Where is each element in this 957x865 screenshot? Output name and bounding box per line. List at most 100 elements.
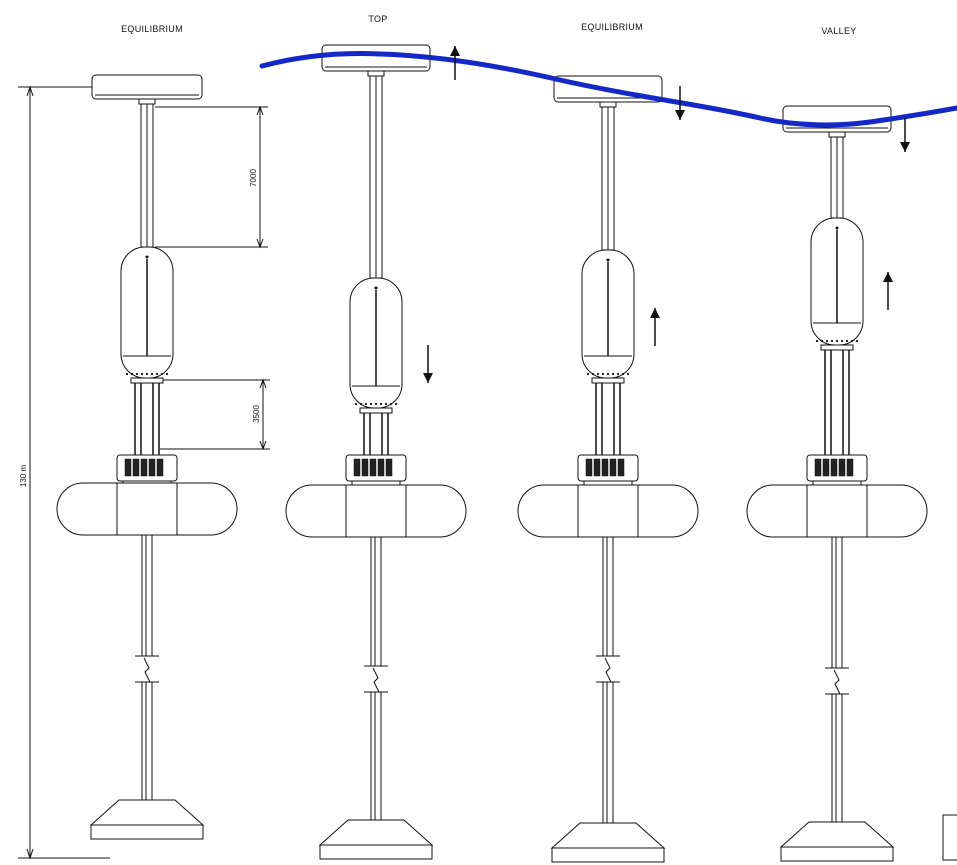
- anchor-plinth: [319, 844, 433, 860]
- buoy-bolt: [840, 339, 844, 343]
- pto-gear: [822, 458, 830, 477]
- buoy-arrow-2-head: [423, 373, 433, 383]
- anchor-base: [550, 822, 666, 849]
- buoy-bolt: [845, 339, 849, 343]
- float-connector: [828, 131, 846, 138]
- buoy-top-dot: [835, 226, 839, 230]
- wave-surface-line: [259, 51, 957, 128]
- buoy-bolt: [145, 372, 149, 376]
- buoy-bolt: [855, 339, 859, 343]
- buoy-bolt: [611, 372, 615, 376]
- float-connector: [138, 98, 156, 105]
- upper-gap-dimension: 7000: [155, 105, 268, 249]
- device-stage-3: [517, 75, 699, 863]
- stage-3-title: EQUILIBRIUM: [581, 22, 643, 32]
- anchor-plinth: [90, 824, 204, 840]
- rod-cap: [130, 377, 164, 384]
- total-height-label: 130 m: [19, 465, 28, 488]
- buoy-arrow-3-head: [650, 308, 660, 318]
- buoy-bolt: [369, 402, 373, 406]
- break-symbol: [825, 667, 849, 695]
- buoy-bolt: [835, 339, 839, 343]
- pto-gear: [140, 458, 148, 477]
- pto-gear: [585, 458, 593, 477]
- buoy-bolt: [815, 339, 819, 343]
- pto-base: [351, 480, 401, 486]
- pto-base: [812, 480, 862, 486]
- buoy-top-dot: [374, 286, 378, 290]
- buoy-bolt: [830, 339, 834, 343]
- device-stage-2: [285, 44, 467, 860]
- buoy-bolt: [374, 402, 378, 406]
- anchor-base: [779, 821, 895, 848]
- buoy-bolt: [596, 372, 600, 376]
- lower-gap-dimension: 3500: [160, 378, 270, 451]
- float-connector: [367, 70, 385, 77]
- pto-gear: [377, 458, 385, 477]
- buoy-arrow-4-head: [883, 272, 893, 282]
- stage-4-title: VALLEY: [821, 26, 856, 36]
- buoy-bolt: [384, 402, 388, 406]
- buoy-bolt: [130, 372, 134, 376]
- pontoon: [285, 484, 467, 538]
- buoy-bolt: [165, 372, 169, 376]
- buoy-bolt: [591, 372, 595, 376]
- pto-gear: [838, 458, 846, 477]
- buoy-bolt: [850, 339, 854, 343]
- lower-gap-label: 3500: [252, 405, 261, 423]
- pto-gear: [609, 458, 617, 477]
- buoy-bolt: [155, 372, 159, 376]
- pto-gear: [353, 458, 361, 477]
- buoy-bolt: [601, 372, 605, 376]
- buoy-top-dot: [145, 255, 149, 259]
- buoy-bolt: [160, 372, 164, 376]
- stage-1-title: EQUILIBRIUM: [121, 24, 183, 34]
- edge-box: [942, 814, 957, 861]
- pto-gear: [830, 458, 838, 477]
- anchor-plinth: [551, 847, 665, 863]
- float-arrow-3-head: [675, 110, 685, 120]
- buoy-bolt: [621, 372, 625, 376]
- buoy-bolt: [606, 372, 610, 376]
- float-connector: [599, 101, 617, 108]
- pto-gear: [846, 458, 854, 477]
- anchor-base: [89, 799, 205, 826]
- buoy-bolt: [389, 402, 393, 406]
- buoy-bolt: [825, 339, 829, 343]
- anchor-base: [318, 819, 434, 846]
- buoy-bolt: [125, 372, 129, 376]
- rod-cap: [591, 377, 625, 384]
- buoy-bolt: [135, 372, 139, 376]
- break-symbol: [364, 665, 388, 693]
- break-symbol: [596, 655, 620, 683]
- buoy-bolt: [379, 402, 383, 406]
- buoy-bolt: [626, 372, 630, 376]
- buoy-bolt: [140, 372, 144, 376]
- pto-gear: [617, 458, 625, 477]
- buoy-bolt: [150, 372, 154, 376]
- pto-gear: [156, 458, 164, 477]
- buoy-bolt: [354, 402, 358, 406]
- pto-gear: [369, 458, 377, 477]
- rod-cap: [359, 407, 393, 414]
- upper-gap-label: 7000: [249, 169, 258, 187]
- buoy-bolt: [616, 372, 620, 376]
- pontoon: [517, 484, 699, 538]
- pto-gear: [148, 458, 156, 477]
- rod-cap: [820, 344, 854, 351]
- pontoon: [56, 482, 238, 536]
- pontoon: [746, 484, 928, 538]
- pto-gear: [601, 458, 609, 477]
- buoy-bolt: [394, 402, 398, 406]
- break-symbol: [135, 655, 159, 683]
- buoy-top-dot: [606, 258, 610, 262]
- float-arrow-4-head: [900, 142, 910, 152]
- buoy-bolt: [364, 402, 368, 406]
- pto-gear: [124, 458, 132, 477]
- pto-gear: [132, 458, 140, 477]
- device-stage-1: [56, 74, 238, 840]
- pto-gear: [385, 458, 393, 477]
- pto-gear: [814, 458, 822, 477]
- buoy-bolt: [359, 402, 363, 406]
